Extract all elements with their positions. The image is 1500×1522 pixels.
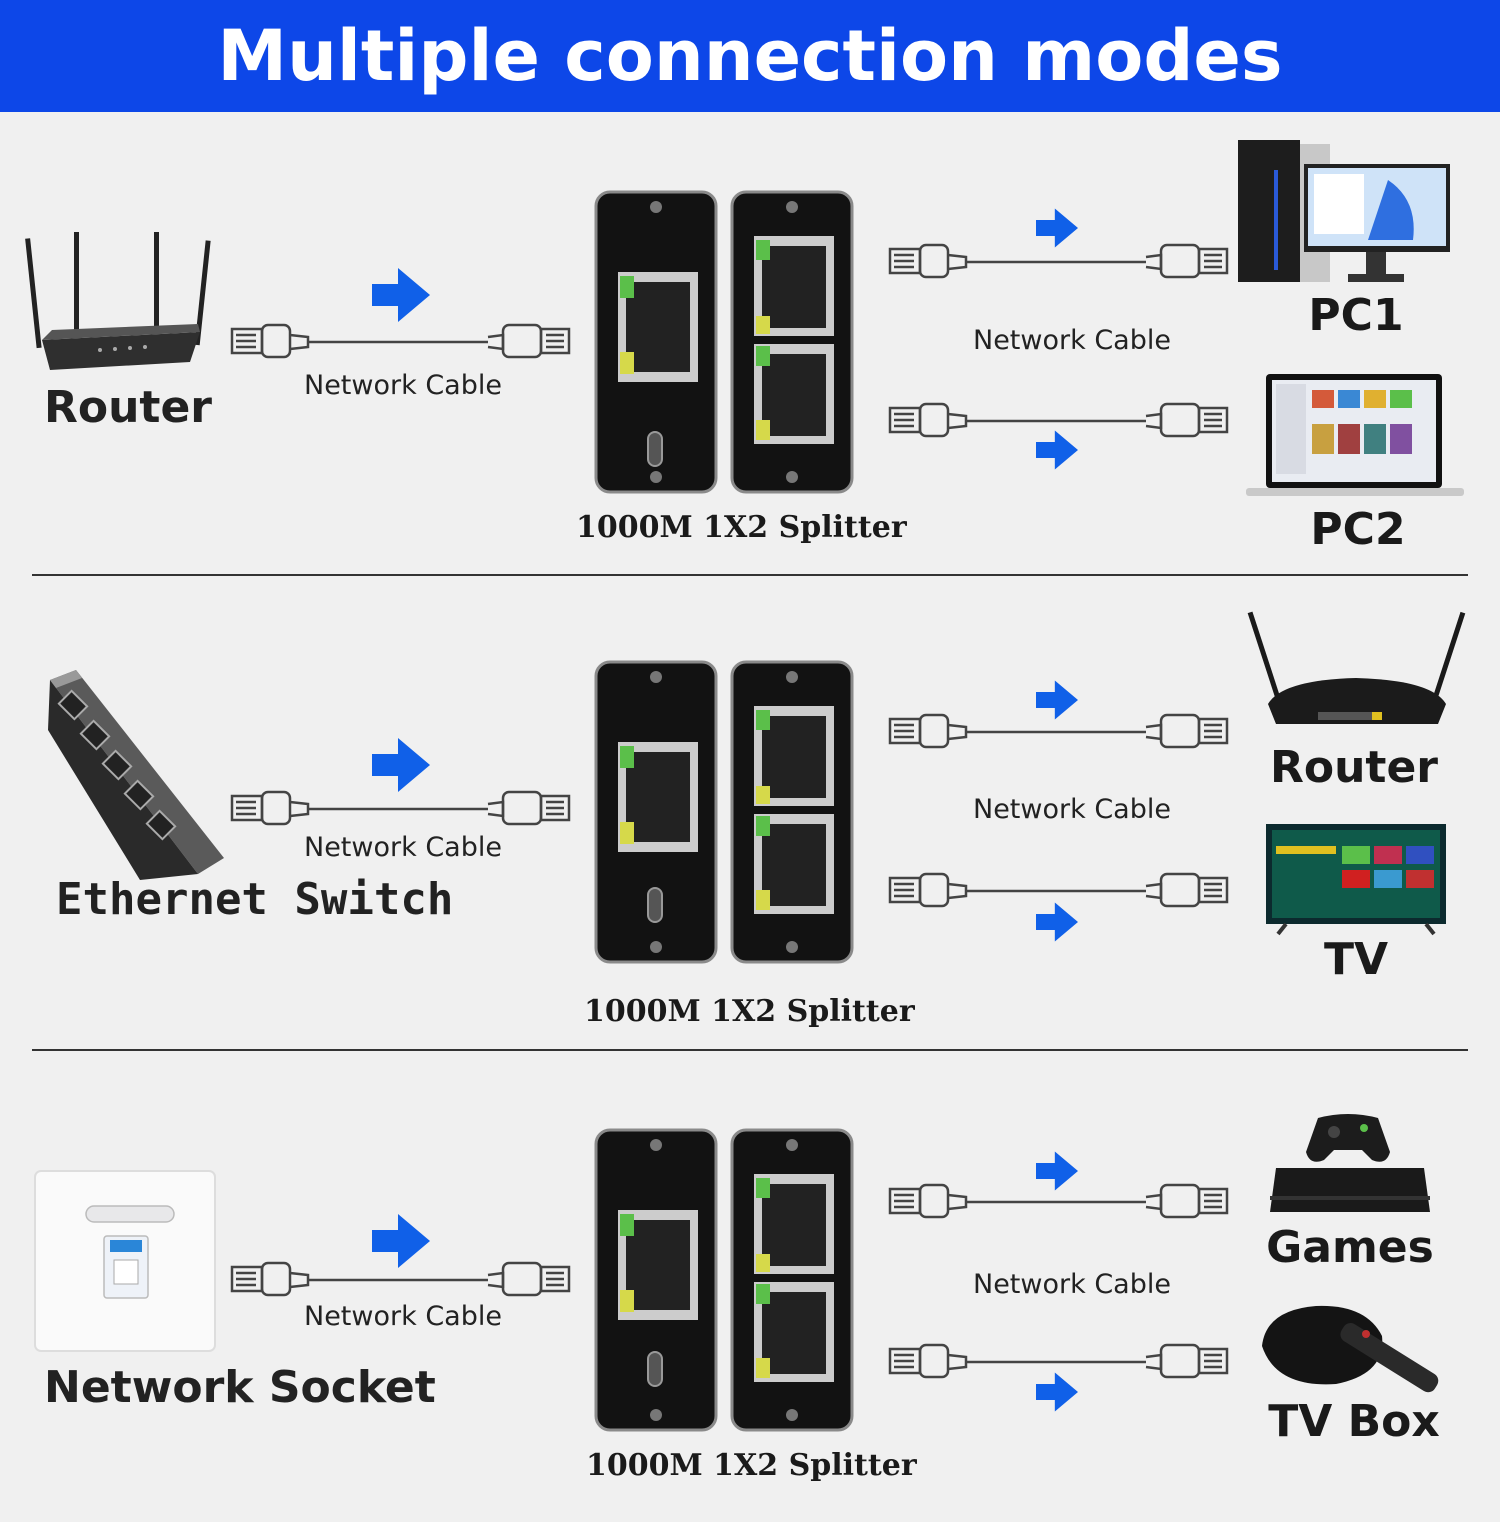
cable-label: Network Cable <box>973 794 1171 825</box>
splitter-label: 1000M 1X2 Splitter <box>586 1448 917 1483</box>
row-divider <box>32 1049 1468 1051</box>
splitter-label: 1000M 1X2 Splitter <box>576 510 907 545</box>
router-icon <box>25 232 211 370</box>
splitter-device-icon <box>594 660 854 964</box>
arrow-right-icon <box>1036 1372 1078 1412</box>
cable-label: Network Cable <box>304 832 502 863</box>
source-label: Ethernet Switch <box>56 874 454 925</box>
output-label-1: PC1 <box>1308 290 1404 341</box>
input-cable <box>230 1261 571 1297</box>
source-label: Network Socket <box>44 1362 436 1413</box>
splitter-device-icon <box>594 1128 854 1432</box>
output-cable-1 <box>888 1183 1229 1219</box>
output-cable-1 <box>888 713 1229 749</box>
tv-icon <box>1266 824 1446 936</box>
output-cable-1 <box>888 243 1229 279</box>
mode-row-3: Network Socket Network Cable 1000M 1X2 S… <box>0 1052 1500 1522</box>
arrow-right-icon <box>1036 1151 1078 1191</box>
desktop-pc-icon <box>1238 140 1450 282</box>
game-console-icon <box>1270 1114 1430 1212</box>
splitter-device-icon <box>594 190 854 494</box>
ethernet-switch-icon <box>48 670 224 880</box>
output-label-2: PC2 <box>1310 504 1406 555</box>
splitter-label: 1000M 1X2 Splitter <box>584 994 915 1029</box>
arrow-right-icon <box>1036 902 1078 942</box>
router-icon <box>1247 611 1466 724</box>
output-label-1: Router <box>1269 742 1438 793</box>
output-label-2: TV Box <box>1268 1396 1440 1447</box>
output-cable-2 <box>888 402 1229 438</box>
output-cable-2 <box>888 1343 1229 1379</box>
input-cable <box>230 323 571 359</box>
mode-row-2: Ethernet Switch Network Cable 1000M 1X2 … <box>0 582 1500 1052</box>
row-divider <box>32 574 1468 576</box>
cable-label: Network Cable <box>973 325 1171 356</box>
page-title: Multiple connection modes <box>217 15 1283 97</box>
arrow-right-icon <box>1036 430 1078 470</box>
mode-row-1: Router Network Cable 1000M 1X2 Splitter <box>0 112 1500 582</box>
laptop-icon <box>1246 374 1464 496</box>
source-label: Router <box>44 382 213 433</box>
output-label-1: Games <box>1266 1222 1434 1273</box>
cable-label: Network Cable <box>973 1269 1171 1300</box>
arrow-right-icon <box>1036 680 1078 720</box>
arrow-right-icon <box>372 268 430 322</box>
input-cable <box>230 790 571 826</box>
output-label-2: TV <box>1323 934 1389 985</box>
network-socket-icon <box>34 1170 216 1352</box>
tv-box-icon <box>1262 1305 1439 1393</box>
arrow-right-icon <box>1036 208 1078 248</box>
cable-label: Network Cable <box>304 370 502 401</box>
output-cable-2 <box>888 872 1229 908</box>
arrow-right-icon <box>372 1214 430 1268</box>
title-banner: Multiple connection modes <box>0 0 1500 112</box>
arrow-right-icon <box>372 738 430 792</box>
cable-label: Network Cable <box>304 1301 502 1332</box>
